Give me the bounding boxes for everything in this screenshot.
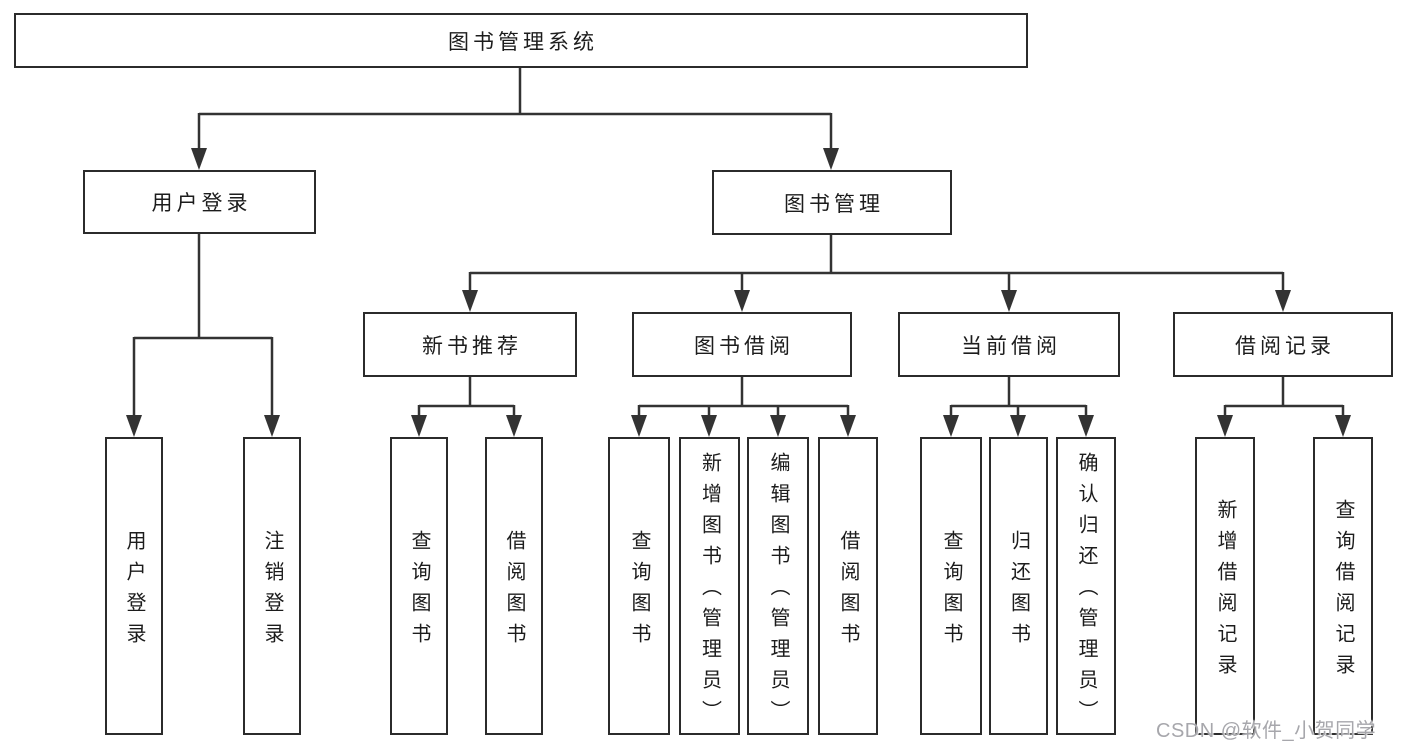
connector-book-management-to-level3 [468, 234, 1285, 300]
arrowhead-icon [126, 415, 142, 437]
node-label: 借阅图书 [503, 529, 525, 654]
arrowhead-icon [943, 415, 959, 437]
node-label: 归还图书 [1007, 529, 1030, 654]
leaf-edit-books-admin: 编辑图书（管理员） [747, 437, 809, 735]
leaf-user-login: 用户登录 [105, 437, 163, 735]
leaf-logout: 注销登录 [243, 437, 301, 735]
node-user-login: 用户登录 [83, 170, 316, 234]
node-book-borrow: 图书借阅 [632, 312, 852, 377]
node-label: 当前借阅 [961, 334, 1061, 358]
node-label: 确认归还（管理员） [1075, 452, 1097, 731]
leaf-add-books-admin: 新增图书（管理员） [679, 437, 740, 735]
connector-user-login-to-leaves [132, 233, 274, 425]
connector-root-to-level2 [197, 67, 833, 158]
arrowhead-icon [631, 415, 647, 437]
connector-new-book-recommend-to-leaves [417, 376, 516, 425]
leaf-confirm-return-admin: 确认归还（管理员） [1056, 437, 1116, 735]
arrowhead-icon [264, 415, 280, 437]
leaf-query-books-recommend: 查询图书 [390, 437, 448, 735]
connector-borrow-records-to-leaves [1223, 376, 1345, 425]
node-label: 用户登录 [123, 529, 145, 654]
arrowhead-icon [1335, 415, 1351, 437]
node-label: 查询图书 [940, 529, 962, 654]
node-label: 新增借阅记录 [1214, 498, 1236, 685]
arrowhead-icon [1078, 415, 1094, 437]
leaf-query-books-borrow: 查询图书 [608, 437, 670, 735]
node-label: 注销登录 [261, 529, 283, 654]
node-label: 查询借阅记录 [1332, 498, 1354, 685]
arrowhead-icon [1217, 415, 1233, 437]
node-label: 用户登录 [151, 192, 252, 215]
node-label: 图书管理 [784, 192, 884, 216]
leaf-return-books: 归还图书 [989, 437, 1048, 735]
arrowhead-icon [823, 148, 839, 170]
leaf-add-borrow-record: 新增借阅记录 [1195, 437, 1255, 735]
arrowhead-icon [1275, 290, 1291, 312]
connector-book-borrow-to-leaves [637, 376, 850, 425]
node-new-book-recommend: 新书推荐 [363, 312, 577, 377]
arrowhead-icon [1001, 290, 1017, 312]
node-label: 编辑图书（管理员） [767, 452, 789, 731]
arrowhead-icon [411, 415, 427, 437]
arrowhead-icon [506, 415, 522, 437]
node-label: 借阅记录 [1235, 334, 1335, 358]
arrowhead-icon [191, 148, 207, 170]
leaf-borrow-books: 借阅图书 [818, 437, 878, 735]
node-label: 新书推荐 [422, 334, 522, 358]
arrowhead-icon [701, 415, 717, 437]
arrowhead-icon [462, 290, 478, 312]
node-label: 查询图书 [628, 529, 650, 654]
node-label: 查询图书 [408, 529, 430, 654]
node-current-borrow: 当前借阅 [898, 312, 1120, 377]
node-label: 新增图书（管理员） [698, 452, 721, 731]
node-label: 图书管理系统 [448, 30, 598, 54]
leaf-query-borrow-record: 查询借阅记录 [1313, 437, 1373, 735]
node-label: 图书借阅 [694, 334, 794, 358]
csdn-watermark: CSDN @软件_小贺同学 [1156, 720, 1377, 742]
node-book-management: 图书管理 [712, 170, 952, 235]
arrowhead-icon [840, 415, 856, 437]
arrowhead-icon [734, 290, 750, 312]
arrowhead-icon [1010, 415, 1026, 437]
node-label: 借阅图书 [837, 529, 859, 654]
node-borrow-records: 借阅记录 [1173, 312, 1393, 377]
leaf-query-books-current: 查询图书 [920, 437, 982, 735]
arrowhead-icon [770, 415, 786, 437]
leaf-borrow-books-recommend: 借阅图书 [485, 437, 543, 735]
node-root-library-system: 图书管理系统 [14, 13, 1028, 68]
